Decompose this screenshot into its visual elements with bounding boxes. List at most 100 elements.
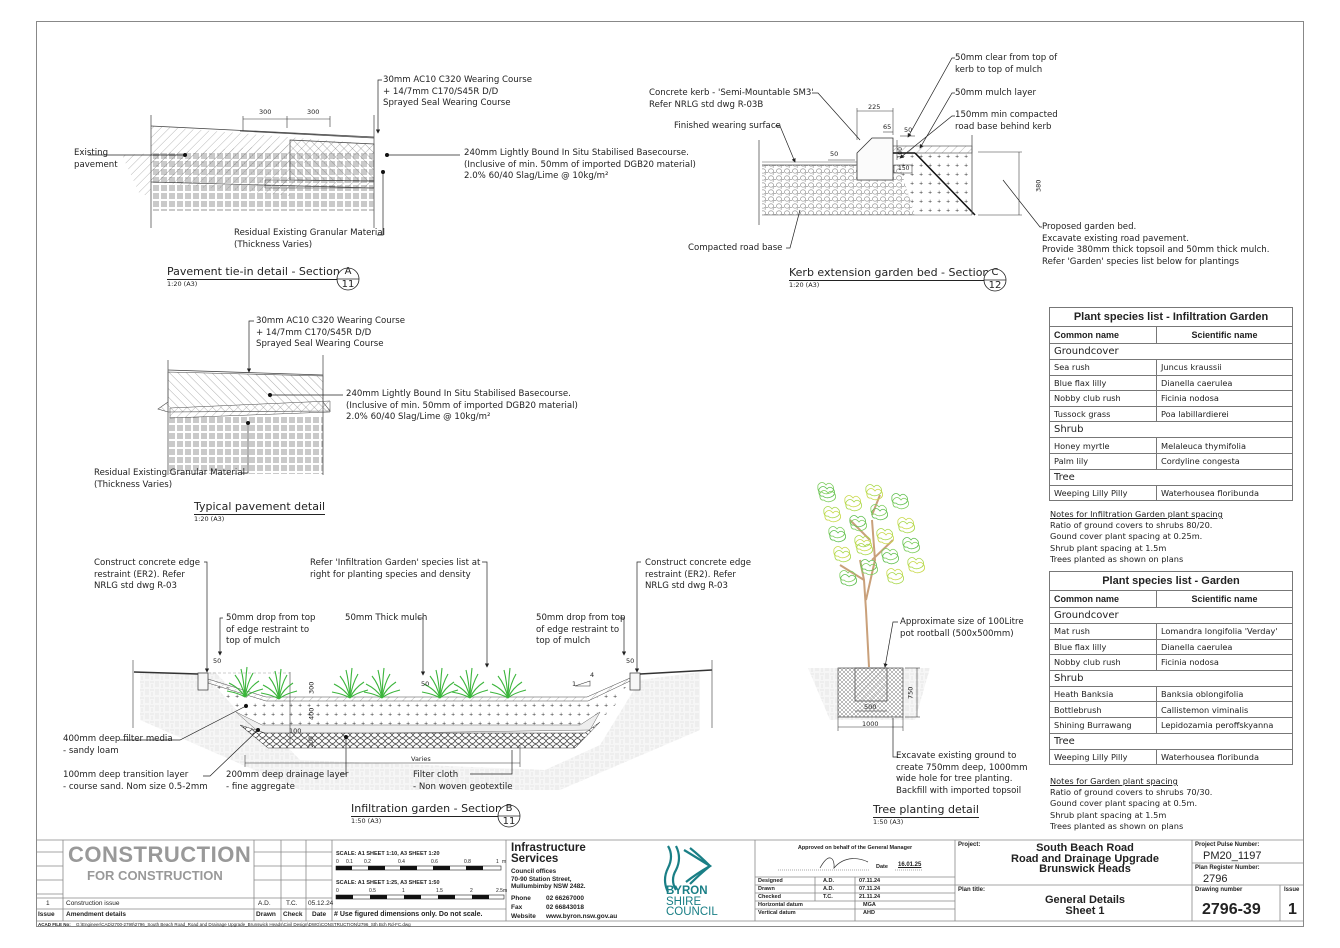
dim-1000: 1000	[862, 720, 879, 728]
edge-restraint-left	[197, 672, 209, 691]
callout-line: 400mm deep filter media	[63, 734, 173, 744]
project-line: Brunswick Heads	[1039, 863, 1131, 875]
issue-number: 1	[1288, 901, 1297, 918]
leaf-cluster	[818, 486, 835, 499]
scale-tick-label: 0.6	[431, 859, 438, 865]
dim-225: 225	[868, 103, 881, 111]
logo-line: BYRON	[666, 885, 708, 897]
dim-300-a: 300	[259, 108, 272, 116]
callout-line: 150mm min compacted	[955, 110, 1058, 120]
leaf-cluster	[897, 517, 914, 530]
callout-line: 50mm clear from top of	[955, 53, 1058, 63]
detail-title-tree-planting: Tree planting detail 1:50 (A3)	[873, 804, 979, 827]
callout-line: wide hole for tree planting.	[896, 774, 1013, 785]
slope-run: 4	[590, 671, 595, 679]
dim-65: 65	[883, 123, 892, 131]
callout-line: 200mm deep drainage layer	[226, 770, 349, 780]
logo-line: SHIRE	[666, 895, 702, 908]
leaf-cluster	[850, 519, 867, 532]
amend-drawn: A.D.	[258, 900, 271, 907]
leaf-cluster	[903, 541, 920, 554]
drawing-number-label: Drawing number	[1195, 887, 1243, 893]
grass-plant	[489, 667, 527, 699]
scale-bar-1	[335, 865, 502, 871]
org-address: Council offices 70-90 Station Street, Mu…	[511, 868, 586, 891]
callout-line: Proposed garden bed.	[1042, 222, 1137, 232]
scale-tick-label: 1	[496, 859, 499, 865]
dim-300: 300	[307, 681, 316, 695]
callout-line: Filter cloth	[413, 770, 459, 780]
bubble-sheet: 11	[502, 816, 516, 827]
leaf-cluster	[877, 532, 894, 545]
callout-line: Concrete kerb - 'Semi-Mountable SM3'	[649, 88, 814, 98]
callout-line: Residual Existing Granular Material	[234, 228, 385, 238]
notes-infiltration: Notes for Infiltration Garden plant spac…	[1050, 509, 1223, 565]
callout-basecourse: 240mm Lightly Bound In Situ Stabilised B…	[346, 389, 578, 424]
callout-line: + 14/7mm C170/S45R D/D	[383, 86, 499, 97]
tree-planting-drawing	[808, 482, 930, 758]
common-name-cell: Weeping Lilly Pilly	[1049, 748, 1157, 766]
datum-value: AHD	[863, 910, 875, 916]
signoff-who: A.D.	[823, 878, 834, 884]
garden-bed-topsoil	[895, 152, 972, 215]
grass-plant	[421, 667, 459, 699]
bubble-sheet: 11	[341, 279, 355, 290]
callout-line: of edge restraint to	[226, 624, 310, 635]
datum-label: Vertical datum	[758, 910, 796, 916]
common-name-cell: Mat rush	[1049, 623, 1157, 640]
common-name-cell: Palm lily	[1049, 452, 1157, 470]
common-name-cell: Weeping Lilly Pilly	[1049, 484, 1157, 502]
scale-tick-label: 0.4	[398, 859, 405, 865]
callout-line: Residual Existing Granular Material	[94, 468, 245, 478]
address-line: Council offices	[511, 868, 557, 875]
callout-line: 2.0% 60/40 Slag/Lime @ 10kg/m²	[346, 412, 491, 423]
amend-details: Construction issue	[66, 900, 120, 907]
concrete-kerb	[856, 137, 894, 181]
dim-500: 500	[864, 703, 877, 711]
callout-line: Excavate existing ground to	[896, 751, 1017, 761]
group-name: Shrub	[1049, 669, 1293, 687]
existing-ground	[140, 672, 700, 790]
note-line: Gound cover plant spacing at 0.5m.	[1050, 798, 1198, 809]
drawing-sheet-border	[36, 21, 1304, 927]
leaf-cluster	[871, 508, 888, 521]
header-issue: Issue	[38, 911, 55, 918]
rootball	[854, 667, 888, 702]
leaf-cluster	[828, 526, 845, 539]
bubble-sheet: 12	[988, 280, 1002, 291]
scientific-name-cell: Lepidozamia peroffskyanna	[1156, 716, 1293, 734]
callout-line: Existing	[74, 148, 109, 158]
note-line: Ratio of ground covers to shrubs 70/30.	[1050, 787, 1213, 798]
amend-check: T.C.	[286, 900, 298, 907]
group-name: Groundcover	[1049, 343, 1293, 360]
section-bubble-c: C 12	[983, 265, 1007, 295]
notes-title: Notes for Infiltration Garden plant spac…	[1050, 509, 1223, 519]
website-link[interactable]: www.byron.nsw.gov.au	[546, 913, 618, 920]
callout-wearing-course: 30mm AC10 C320 Wearing Course + 14/7mm C…	[256, 316, 405, 351]
scale-text: 1:50 (A3)	[873, 818, 904, 826]
scale-2-label: SCALE: A1 SHEET 1:25, A3 SHEET 1:50	[336, 880, 440, 886]
grass-plant	[331, 667, 369, 699]
callout-line: of edge restraint to	[536, 624, 620, 635]
common-name-cell: Tussock grass	[1049, 405, 1157, 423]
callout-line: 100mm deep transition layer	[63, 770, 189, 780]
callout-line: (Thickness Varies)	[94, 479, 173, 490]
approval-label: Approved on behalf of the General Manage…	[797, 845, 913, 851]
callout-line: Provide 380mm thick topsoil and 50mm thi…	[1042, 245, 1270, 256]
callout-existing-pavement: Existing pavement	[74, 148, 118, 171]
scale-tick-label: 2.5m	[496, 888, 508, 894]
detail-title-typical-pavement: Typical pavement detail 1:20 (A3)	[194, 501, 326, 524]
scale-tick-label: 0	[336, 888, 339, 894]
leaf-cluster	[860, 559, 877, 572]
plant-table-infiltration: Plant species list - Infiltration Garden…	[1049, 307, 1293, 502]
leaf-cluster	[856, 543, 873, 556]
scale-tick-label: 0	[336, 859, 339, 865]
plan-title-line: Sheet 1	[1065, 905, 1105, 917]
